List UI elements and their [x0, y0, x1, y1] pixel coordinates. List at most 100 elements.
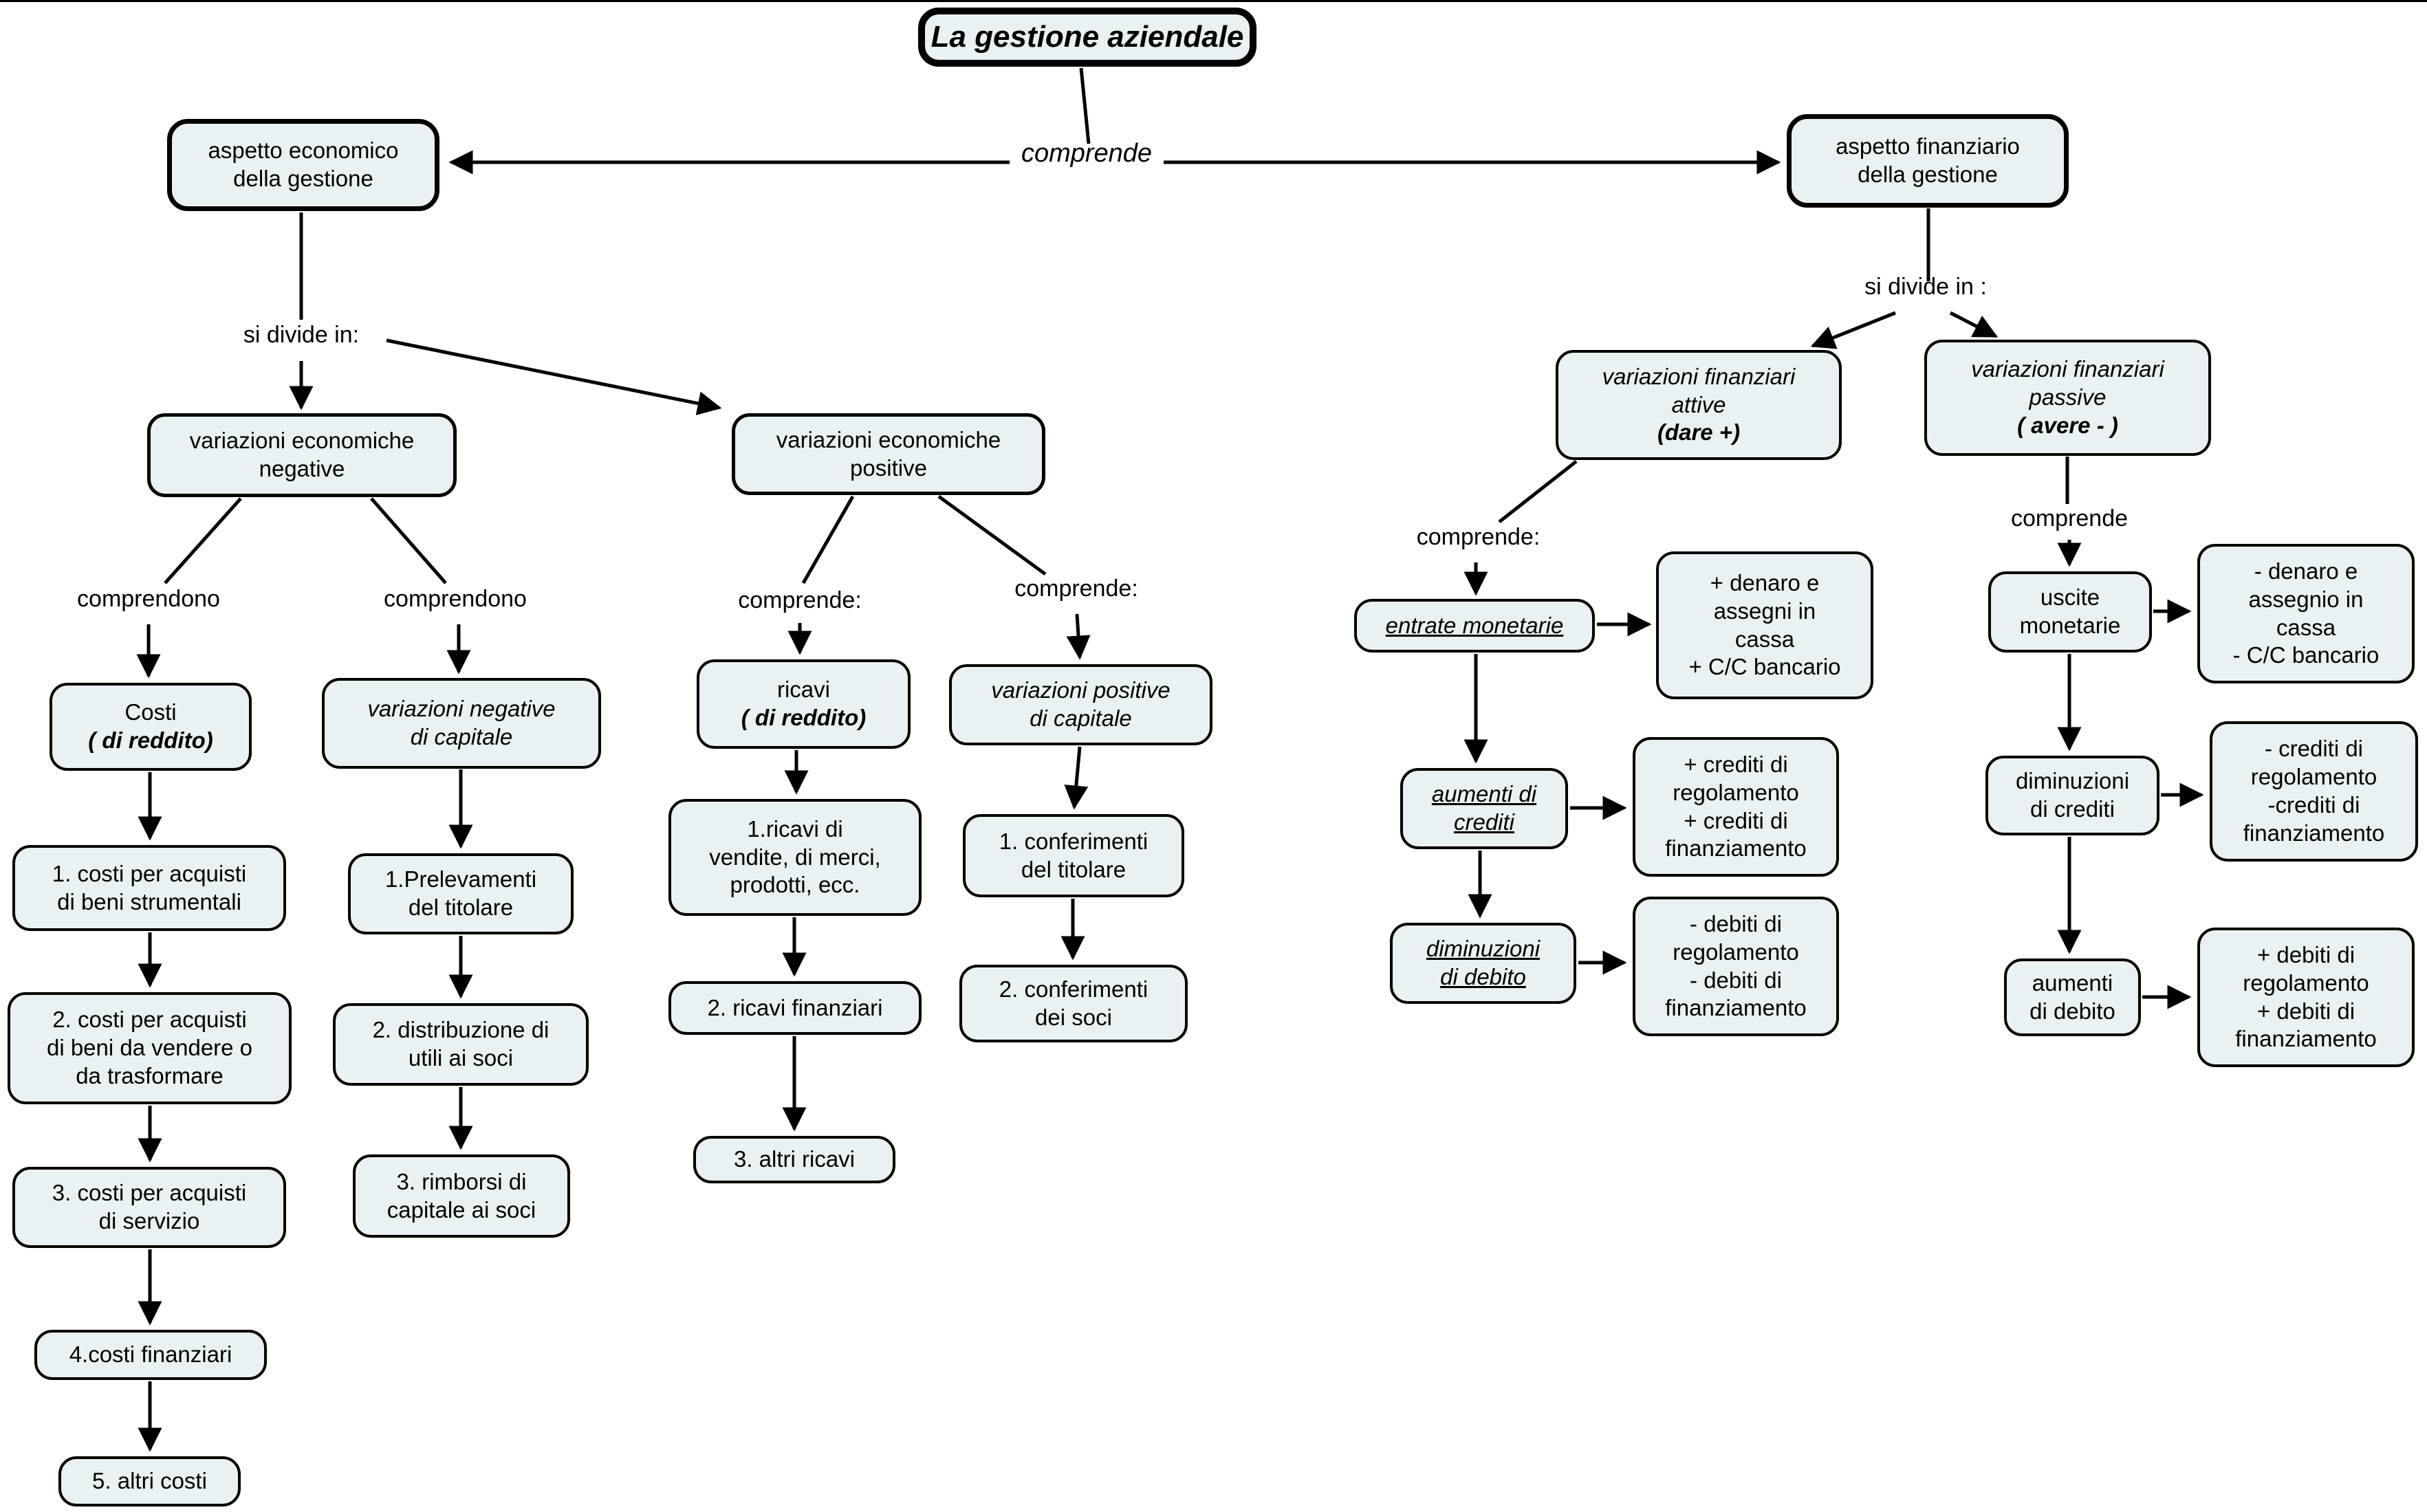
text-line: regolamento	[1673, 779, 1799, 805]
text-line: da trasformare	[76, 1062, 224, 1088]
text-line: di beni strumentali	[57, 888, 241, 914]
text-line: uscite	[2040, 584, 2100, 611]
text-line: ( di reddito)	[741, 705, 867, 730]
text-line: diminuzioni	[1426, 936, 1541, 962]
label-comprendono-2: comprendono	[384, 586, 527, 612]
text-line: Costi	[124, 699, 177, 725]
text-line: 1. costi per acquisti	[52, 860, 247, 886]
text-line: 5. altri costi	[92, 1468, 207, 1494]
text-line: regolamento	[1673, 939, 1799, 965]
text-line: 2. costi per acquisti	[52, 1007, 247, 1033]
text-line: - crediti di	[2264, 736, 2364, 762]
text-line: assegnio in	[2248, 586, 2364, 612]
text-line: di debito	[1440, 964, 1526, 989]
text-line: ricavi	[776, 677, 830, 703]
text-line: di capitale	[1030, 705, 1132, 731]
text-line: dei soci	[1035, 1004, 1112, 1030]
text-line: (dare +)	[1657, 419, 1741, 446]
text-line: entrate monetarie	[1385, 612, 1564, 638]
text-line: 1.Prelevamenti	[384, 866, 537, 892]
node-altri-ricavi-3: 3. altri ricavi	[693, 1136, 895, 1183]
text-line: di debito	[2029, 998, 2115, 1024]
text-line: + C/C bancario	[1688, 654, 1841, 680]
text-line: di crediti	[2030, 796, 2115, 822]
text-line: - debiti di	[1690, 910, 1782, 936]
node-prelevamenti-1: 1.Prelevamenti del titolare	[348, 853, 574, 934]
text-line: regolamento	[2250, 764, 2377, 790]
label-si-divide-right: si divide in :	[1864, 274, 1987, 300]
text-line: ( di reddito)	[88, 727, 213, 753]
text-line: 1.ricavi di	[747, 815, 843, 842]
node-title: La gestione aziendale	[918, 8, 1256, 67]
text-line: del titolare	[1021, 856, 1127, 882]
text-line: finanziamento	[2243, 820, 2385, 846]
text-line: aumenti di	[1431, 781, 1537, 807]
text-line: finanziamento	[1665, 835, 1807, 862]
text-line: variazioni economiche	[776, 426, 1001, 452]
text-line: 3. costi per acquisti	[52, 1180, 247, 1206]
text-line: - debiti di	[1690, 967, 1782, 993]
text-line: di beni da vendere o	[46, 1035, 253, 1061]
text-line: prodotti, ecc.	[730, 872, 860, 898]
text-line: di servizio	[98, 1208, 200, 1234]
node-costi-5: 5. altri costi	[58, 1456, 241, 1506]
text-line: aspetto finanziario	[1836, 133, 2020, 160]
text-line: variazioni finanziari	[1602, 363, 1796, 389]
text-line: regolamento	[2243, 969, 2369, 996]
node-ricavi-di-reddito: ricavi( di reddito)	[697, 659, 911, 749]
text-line: 2. ricavi finanziari	[707, 994, 883, 1020]
text-line: + crediti di	[1684, 751, 1788, 777]
text-line: passive	[2029, 384, 2107, 410]
node-ricavi-2: 2. ricavi finanziari	[668, 981, 922, 1035]
text-line: assegni in	[1713, 598, 1816, 624]
text-line: 1. conferimenti	[999, 828, 1149, 854]
text-line: -crediti di	[2267, 792, 2360, 818]
node-costi-di-reddito: Costi( di reddito)	[50, 683, 252, 771]
label-si-divide-left: si divide in:	[243, 322, 360, 348]
label-comprende-attive: comprende:	[1416, 524, 1541, 550]
text-line: negative	[259, 456, 345, 481]
text-line: positive	[850, 454, 927, 481]
node-costi-4: 4.costi finanziari	[34, 1330, 267, 1380]
label-comprende-pos-capitale: comprende:	[1014, 576, 1138, 602]
text-line: + crediti di	[1684, 807, 1788, 833]
text-line: La gestione aziendale	[930, 19, 1244, 54]
label-comprendono-1: comprendono	[77, 586, 220, 612]
text-line: crediti	[1453, 809, 1515, 835]
text-line: utili ai soci	[408, 1045, 514, 1071]
text-line: della gestione	[233, 166, 373, 191]
text-line: della gestione	[1858, 162, 1998, 187]
text-line: variazioni positive	[991, 677, 1171, 703]
label-comprende-passive: comprende	[2010, 505, 2129, 532]
text-line: 3. altri ricavi	[733, 1146, 856, 1172]
text-line: - C/C bancario	[2232, 642, 2380, 668]
text-line: cassa	[2276, 614, 2336, 640]
text-line: del titolare	[408, 895, 514, 920]
